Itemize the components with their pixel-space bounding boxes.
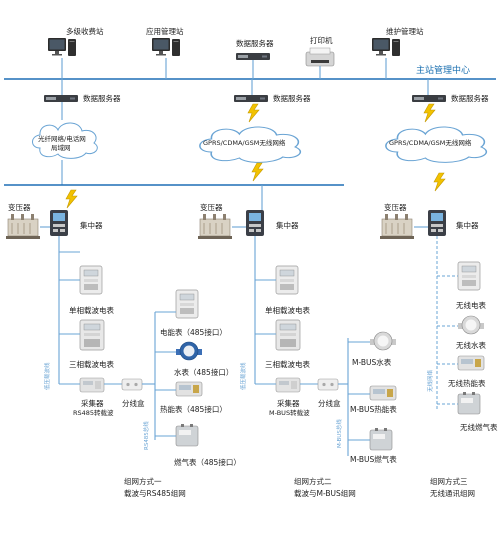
branch-box-icon — [317, 378, 339, 391]
transformer-icon — [5, 213, 41, 240]
station-maintenance: 维护管理站 — [372, 26, 424, 56]
water-label: 水表（485接口） — [174, 367, 233, 377]
collector-label: 采集器 — [277, 398, 300, 408]
lightning-icon — [251, 162, 264, 182]
server-label-1: 数据服务器 — [83, 93, 121, 103]
wireless-heat-label: 无线热能表 — [448, 378, 486, 388]
station-data-server: 数据服务器 — [236, 38, 274, 60]
printer-icon — [305, 47, 335, 67]
wireless-electric-label: 无线电表 — [456, 300, 486, 310]
group-3: 变压器 集中器 无线网络 无线电表 无线水表 无线热能表 无线燃气表 组网方式三… — [379, 202, 498, 498]
server-icon — [44, 95, 78, 102]
carrier-vertical-label: 低压载波线 — [43, 362, 51, 390]
station-app: 应用管理站 — [146, 26, 184, 56]
computer-icon — [48, 38, 76, 56]
transformer-label: 变压器 — [8, 202, 31, 212]
concentrator-icon — [246, 210, 264, 236]
single-meter-label: 单相载波电表 — [265, 305, 310, 315]
three-meter-label: 三相载波电表 — [265, 359, 310, 369]
server-icon — [234, 95, 268, 102]
gas-meter-icon — [457, 391, 481, 415]
collector-icon — [275, 377, 301, 393]
mbus-water-label: M-BUS水表 — [352, 357, 392, 367]
group3-caption-2: 无线通讯组网 — [430, 488, 475, 498]
server-label-3: 数据服务器 — [451, 93, 489, 103]
net2-label: GPRS/CDMA/GSM无线网络 — [203, 138, 286, 147]
group1-caption-1: 组网方式一 — [124, 476, 162, 486]
net3-label: GPRS/CDMA/GSM无线网络 — [389, 138, 472, 147]
lightning-icon — [65, 189, 78, 209]
concentrator-label: 集中器 — [456, 220, 479, 230]
gas-meter-icon — [369, 427, 393, 451]
water-meter-icon — [369, 331, 397, 351]
water-meter-icon — [175, 341, 203, 361]
group-1: 变压器 集中器 单相载波电表 三相载波电表 低压载波线 采集器 RS485转载波… — [5, 202, 241, 498]
three-meter-label: 三相载波电表 — [69, 359, 114, 369]
computer-icon — [152, 38, 180, 56]
group1-caption-2: 载波与RS485组网 — [124, 488, 186, 498]
heat-meter-icon — [175, 381, 203, 397]
concentrator-label: 集中器 — [276, 220, 299, 230]
concentrator-icon — [50, 210, 68, 236]
data-server-label: 数据服务器 — [236, 38, 274, 48]
electric-label: 电能表（485接口） — [160, 327, 227, 337]
concentrator-icon — [428, 210, 446, 236]
net1-line1: 光纤网络/电话网 — [38, 134, 86, 143]
group3-caption-1: 组网方式三 — [430, 476, 468, 486]
station-maintenance-label: 维护管理站 — [386, 26, 424, 36]
meter-icon — [175, 289, 199, 319]
heat-label: 热能表（485接口） — [160, 404, 227, 414]
wireless-water-label: 无线水表 — [456, 340, 486, 350]
meter-icon — [457, 261, 481, 291]
water-meter-icon — [457, 315, 485, 335]
station-printer: 打印机 — [305, 35, 335, 67]
computer-icon — [372, 38, 400, 56]
meter-icon — [79, 319, 105, 351]
collector-sub-label: M-BUS转载波 — [269, 408, 310, 417]
gas-label: 燃气表（485接口） — [174, 457, 241, 467]
lightning-icon — [433, 172, 446, 192]
transformer-label: 变压器 — [200, 202, 223, 212]
transformer-icon — [379, 213, 415, 240]
transformer-icon — [197, 213, 233, 240]
server-icon — [236, 53, 270, 60]
branch-box-label: 分线盒 — [122, 398, 145, 408]
meter-icon — [275, 265, 299, 295]
branch-box-icon — [121, 378, 143, 391]
heat-meter-icon — [369, 385, 397, 401]
group2-caption-1: 组网方式二 — [294, 476, 332, 486]
station-billing-label: 多级收费站 — [66, 26, 104, 36]
group2-caption-2: 载波与M-BUS组网 — [294, 488, 356, 498]
concentrator-label: 集中器 — [80, 220, 103, 230]
meter-icon — [79, 265, 103, 295]
collector-icon — [79, 377, 105, 393]
collector-sub-label: RS485转载波 — [73, 408, 114, 417]
center-title: 主站管理中心 — [416, 64, 470, 76]
mbus-heat-label: M-BUS热能表 — [350, 404, 397, 414]
group-2: 变压器 集中器 单相载波电表 三相载波电表 低压载波线 采集器 M-BUS转载波… — [197, 185, 397, 498]
heat-meter-icon — [457, 355, 485, 371]
wireless-gas-label: 无线燃气表 — [460, 422, 498, 432]
lightning-icon — [423, 103, 436, 123]
collector-label: 采集器 — [81, 398, 104, 408]
wireless-vertical-label: 无线网络 — [426, 369, 434, 392]
station-app-label: 应用管理站 — [146, 26, 184, 36]
branch-box-label: 分线盒 — [318, 398, 341, 408]
mbus-vertical-label: M-BUS总线 — [335, 419, 343, 448]
net1-line2: 局域网 — [51, 143, 71, 152]
printer-label: 打印机 — [310, 35, 333, 45]
mbus-gas-label: M-BUS燃气表 — [350, 454, 397, 464]
gas-meter-icon — [175, 423, 199, 447]
rs485-vertical-label: RS485总线 — [142, 421, 150, 450]
server-icon — [412, 95, 446, 102]
meter-icon — [275, 319, 301, 351]
station-billing: 多级收费站 — [48, 26, 104, 56]
carrier-vertical-label: 低压载波线 — [239, 362, 247, 390]
single-meter-label: 单相载波电表 — [69, 305, 114, 315]
server-label-2: 数据服务器 — [273, 93, 311, 103]
lightning-icon — [247, 103, 260, 123]
transformer-label: 变压器 — [384, 202, 407, 212]
